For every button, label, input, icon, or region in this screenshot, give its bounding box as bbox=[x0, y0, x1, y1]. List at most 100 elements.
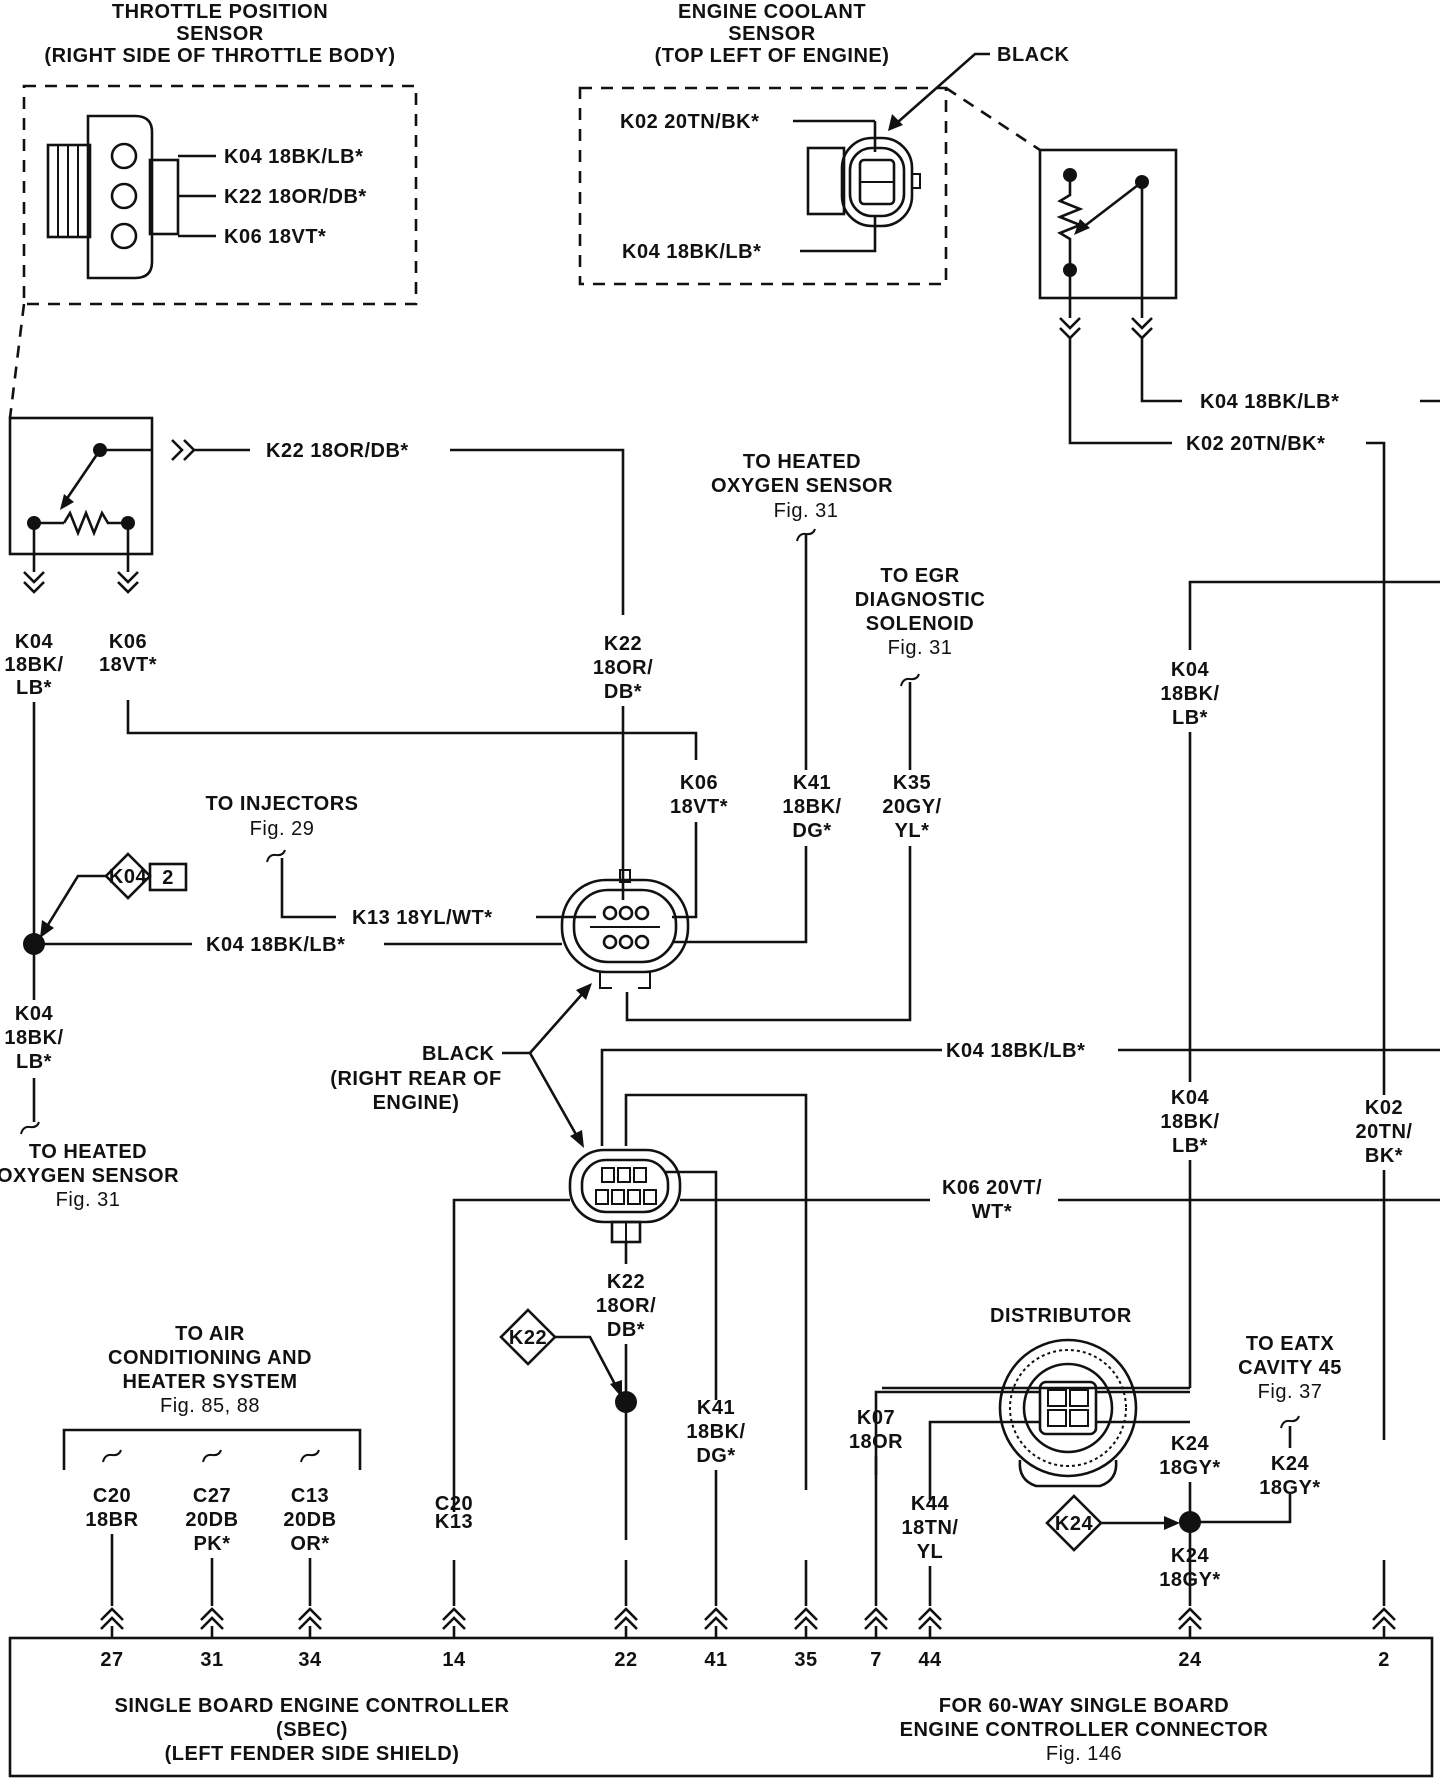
ect-pin-label: K04 18BK/LB* bbox=[622, 241, 761, 263]
svg-text:LB*: LB* bbox=[1172, 1135, 1208, 1157]
svg-text:K22: K22 bbox=[604, 633, 642, 655]
ac-wire-c20: C20 18BR bbox=[85, 1485, 138, 1531]
sbec-pin-number: 35 bbox=[794, 1649, 817, 1671]
wire-label-k24-b: K24 18GY* bbox=[1259, 1453, 1320, 1499]
svg-text:K02: K02 bbox=[1365, 1097, 1403, 1119]
wire-label: K02 20TN/BK* bbox=[1186, 433, 1325, 455]
svg-text:18OR/: 18OR/ bbox=[593, 657, 653, 679]
wire-label-k13: K13 bbox=[435, 1511, 473, 1533]
distributor-connector bbox=[998, 1338, 1138, 1488]
sbec-pin-number: 44 bbox=[918, 1649, 942, 1671]
ect-color-label: BLACK bbox=[997, 44, 1070, 66]
sbec-pin-number: 31 bbox=[200, 1649, 223, 1671]
wire-label-k04-right1: K04 18BK/ LB* bbox=[1160, 659, 1219, 729]
sbec-pin-number: 2 bbox=[1378, 1649, 1390, 1671]
wire-label: K22 18OR/DB* bbox=[266, 440, 409, 462]
svg-text:K24: K24 bbox=[1171, 1433, 1210, 1455]
wire-label-k06-mid: K06 18VT* bbox=[670, 772, 728, 818]
wire-label: K04 18BK/LB* bbox=[946, 1040, 1085, 1062]
wire-label-k04-low: K04 18BK/ LB* bbox=[4, 1003, 63, 1073]
svg-text:HEATER SYSTEM: HEATER SYSTEM bbox=[122, 1371, 297, 1393]
wire-label-k04-tps: K04 18BK/ LB* bbox=[4, 631, 63, 699]
sbec-connector-note: FOR 60-WAY SINGLE BOARD ENGINE CONTROLLE… bbox=[900, 1695, 1269, 1765]
svg-text:SENSOR: SENSOR bbox=[728, 23, 816, 45]
svg-text:18OR: 18OR bbox=[849, 1431, 903, 1453]
svg-text:C20: C20 bbox=[93, 1485, 131, 1507]
ac-bracket bbox=[62, 1428, 362, 1470]
svg-text:Fig. 31: Fig. 31 bbox=[888, 637, 953, 659]
svg-text:OXYGEN SENSOR: OXYGEN SENSOR bbox=[0, 1165, 179, 1187]
svg-text:DB*: DB* bbox=[604, 681, 642, 703]
svg-text:Fig. 29: Fig. 29 bbox=[250, 818, 315, 840]
sbec-pin-number: 27 bbox=[100, 1649, 123, 1671]
sbec-pin-number: 14 bbox=[442, 1649, 466, 1671]
svg-text:C27: C27 bbox=[193, 1485, 231, 1507]
dest-ac: TO AIR CONDITIONING AND HEATER SYSTEM Fi… bbox=[108, 1323, 312, 1417]
svg-text:20GY/: 20GY/ bbox=[882, 796, 941, 818]
ect-thermistor bbox=[1056, 168, 1149, 298]
svg-text:C20: C20 bbox=[435, 1493, 473, 1515]
wire-label: K04 18BK/LB* bbox=[206, 934, 345, 956]
wire-label: K13 18YL/WT* bbox=[352, 907, 492, 929]
svg-text:18OR/: 18OR/ bbox=[596, 1295, 656, 1317]
svg-text:CONDITIONING AND: CONDITIONING AND bbox=[108, 1347, 312, 1369]
svg-text:(SBEC): (SBEC) bbox=[276, 1719, 348, 1741]
svg-text:20TN/: 20TN/ bbox=[1356, 1121, 1413, 1143]
svg-text:2: 2 bbox=[162, 867, 174, 889]
svg-text:20DB: 20DB bbox=[283, 1509, 336, 1531]
wire-label-k44: K44 18TN/ YL bbox=[902, 1493, 959, 1563]
distributor-label: DISTRIBUTOR bbox=[990, 1305, 1132, 1327]
svg-text:DIAGNOSTIC: DIAGNOSTIC bbox=[855, 589, 986, 611]
svg-text:K04: K04 bbox=[1171, 659, 1210, 681]
ect-symbol bbox=[1038, 148, 1178, 300]
svg-text:K24: K24 bbox=[1271, 1453, 1310, 1475]
ect-connector-box bbox=[578, 86, 948, 286]
svg-text:ENGINE COOLANT: ENGINE COOLANT bbox=[678, 1, 866, 23]
svg-text:18BK/: 18BK/ bbox=[782, 796, 841, 818]
svg-text:K41: K41 bbox=[793, 772, 831, 794]
wire-label: K04 18BK/LB* bbox=[1200, 391, 1339, 413]
svg-text:Fig. 85, 88: Fig. 85, 88 bbox=[160, 1395, 260, 1417]
svg-text:LB*: LB* bbox=[16, 677, 52, 699]
svg-text:(LEFT FENDER SIDE SHIELD): (LEFT FENDER SIDE SHIELD) bbox=[165, 1743, 460, 1765]
svg-text:18VT*: 18VT* bbox=[99, 654, 157, 676]
splice-tag-k22: K22 bbox=[499, 1308, 557, 1366]
wire-label-k41-lower: K41 18BK/ DG* bbox=[686, 1397, 745, 1467]
svg-text:BK*: BK* bbox=[1365, 1145, 1403, 1167]
svg-text:20DB: 20DB bbox=[185, 1509, 238, 1531]
svg-text:LB*: LB* bbox=[1172, 707, 1208, 729]
sbec-box bbox=[8, 1636, 1434, 1778]
wire-label-k22-lower: K22 18OR/ DB* bbox=[596, 1271, 656, 1341]
svg-text:18BK/: 18BK/ bbox=[686, 1421, 745, 1443]
dest-egr: TO EGR DIAGNOSTIC SOLENOID Fig. 31 bbox=[855, 565, 986, 659]
tps-pin-label: K22 18OR/DB* bbox=[224, 186, 367, 208]
svg-text:C13: C13 bbox=[291, 1485, 329, 1507]
connector-upper-black bbox=[560, 869, 690, 989]
svg-text:TO EGR: TO EGR bbox=[880, 565, 959, 587]
connector-location-label: (RIGHT REAR OF ENGINE) bbox=[330, 1068, 501, 1114]
svg-text:K06 20VT/: K06 20VT/ bbox=[942, 1177, 1042, 1199]
ac-wire-c13: C13 20DB OR* bbox=[283, 1485, 336, 1555]
svg-text:CAVITY 45: CAVITY 45 bbox=[1238, 1357, 1342, 1379]
svg-text:PK*: PK* bbox=[193, 1533, 230, 1555]
tps-potentiometer bbox=[27, 439, 196, 537]
tps-pin-label: K04 18BK/LB* bbox=[224, 146, 363, 168]
svg-text:DG*: DG* bbox=[792, 820, 831, 842]
splice-point bbox=[615, 1391, 637, 1413]
svg-text:18BK/: 18BK/ bbox=[4, 1027, 63, 1049]
svg-text:ENGINE CONTROLLER CONNECTOR: ENGINE CONTROLLER CONNECTOR bbox=[900, 1719, 1269, 1741]
wire-label-k02-right: K02 20TN/ BK* bbox=[1356, 1097, 1413, 1167]
tps-symbol bbox=[8, 416, 154, 556]
svg-text:YL: YL bbox=[917, 1541, 944, 1563]
svg-text:TO AIR: TO AIR bbox=[175, 1323, 245, 1345]
ect-pin-label: K02 20TN/BK* bbox=[620, 111, 759, 133]
svg-text:18TN/: 18TN/ bbox=[902, 1517, 959, 1539]
dest-injectors: TO INJECTORS Fig. 29 bbox=[205, 793, 358, 840]
svg-text:WT*: WT* bbox=[972, 1201, 1012, 1223]
svg-text:18VT*: 18VT* bbox=[670, 796, 728, 818]
svg-text:K04: K04 bbox=[15, 631, 54, 653]
sbec-pin-number: 22 bbox=[614, 1649, 637, 1671]
svg-text:K44: K44 bbox=[911, 1493, 950, 1515]
svg-text:18BR: 18BR bbox=[85, 1509, 138, 1531]
